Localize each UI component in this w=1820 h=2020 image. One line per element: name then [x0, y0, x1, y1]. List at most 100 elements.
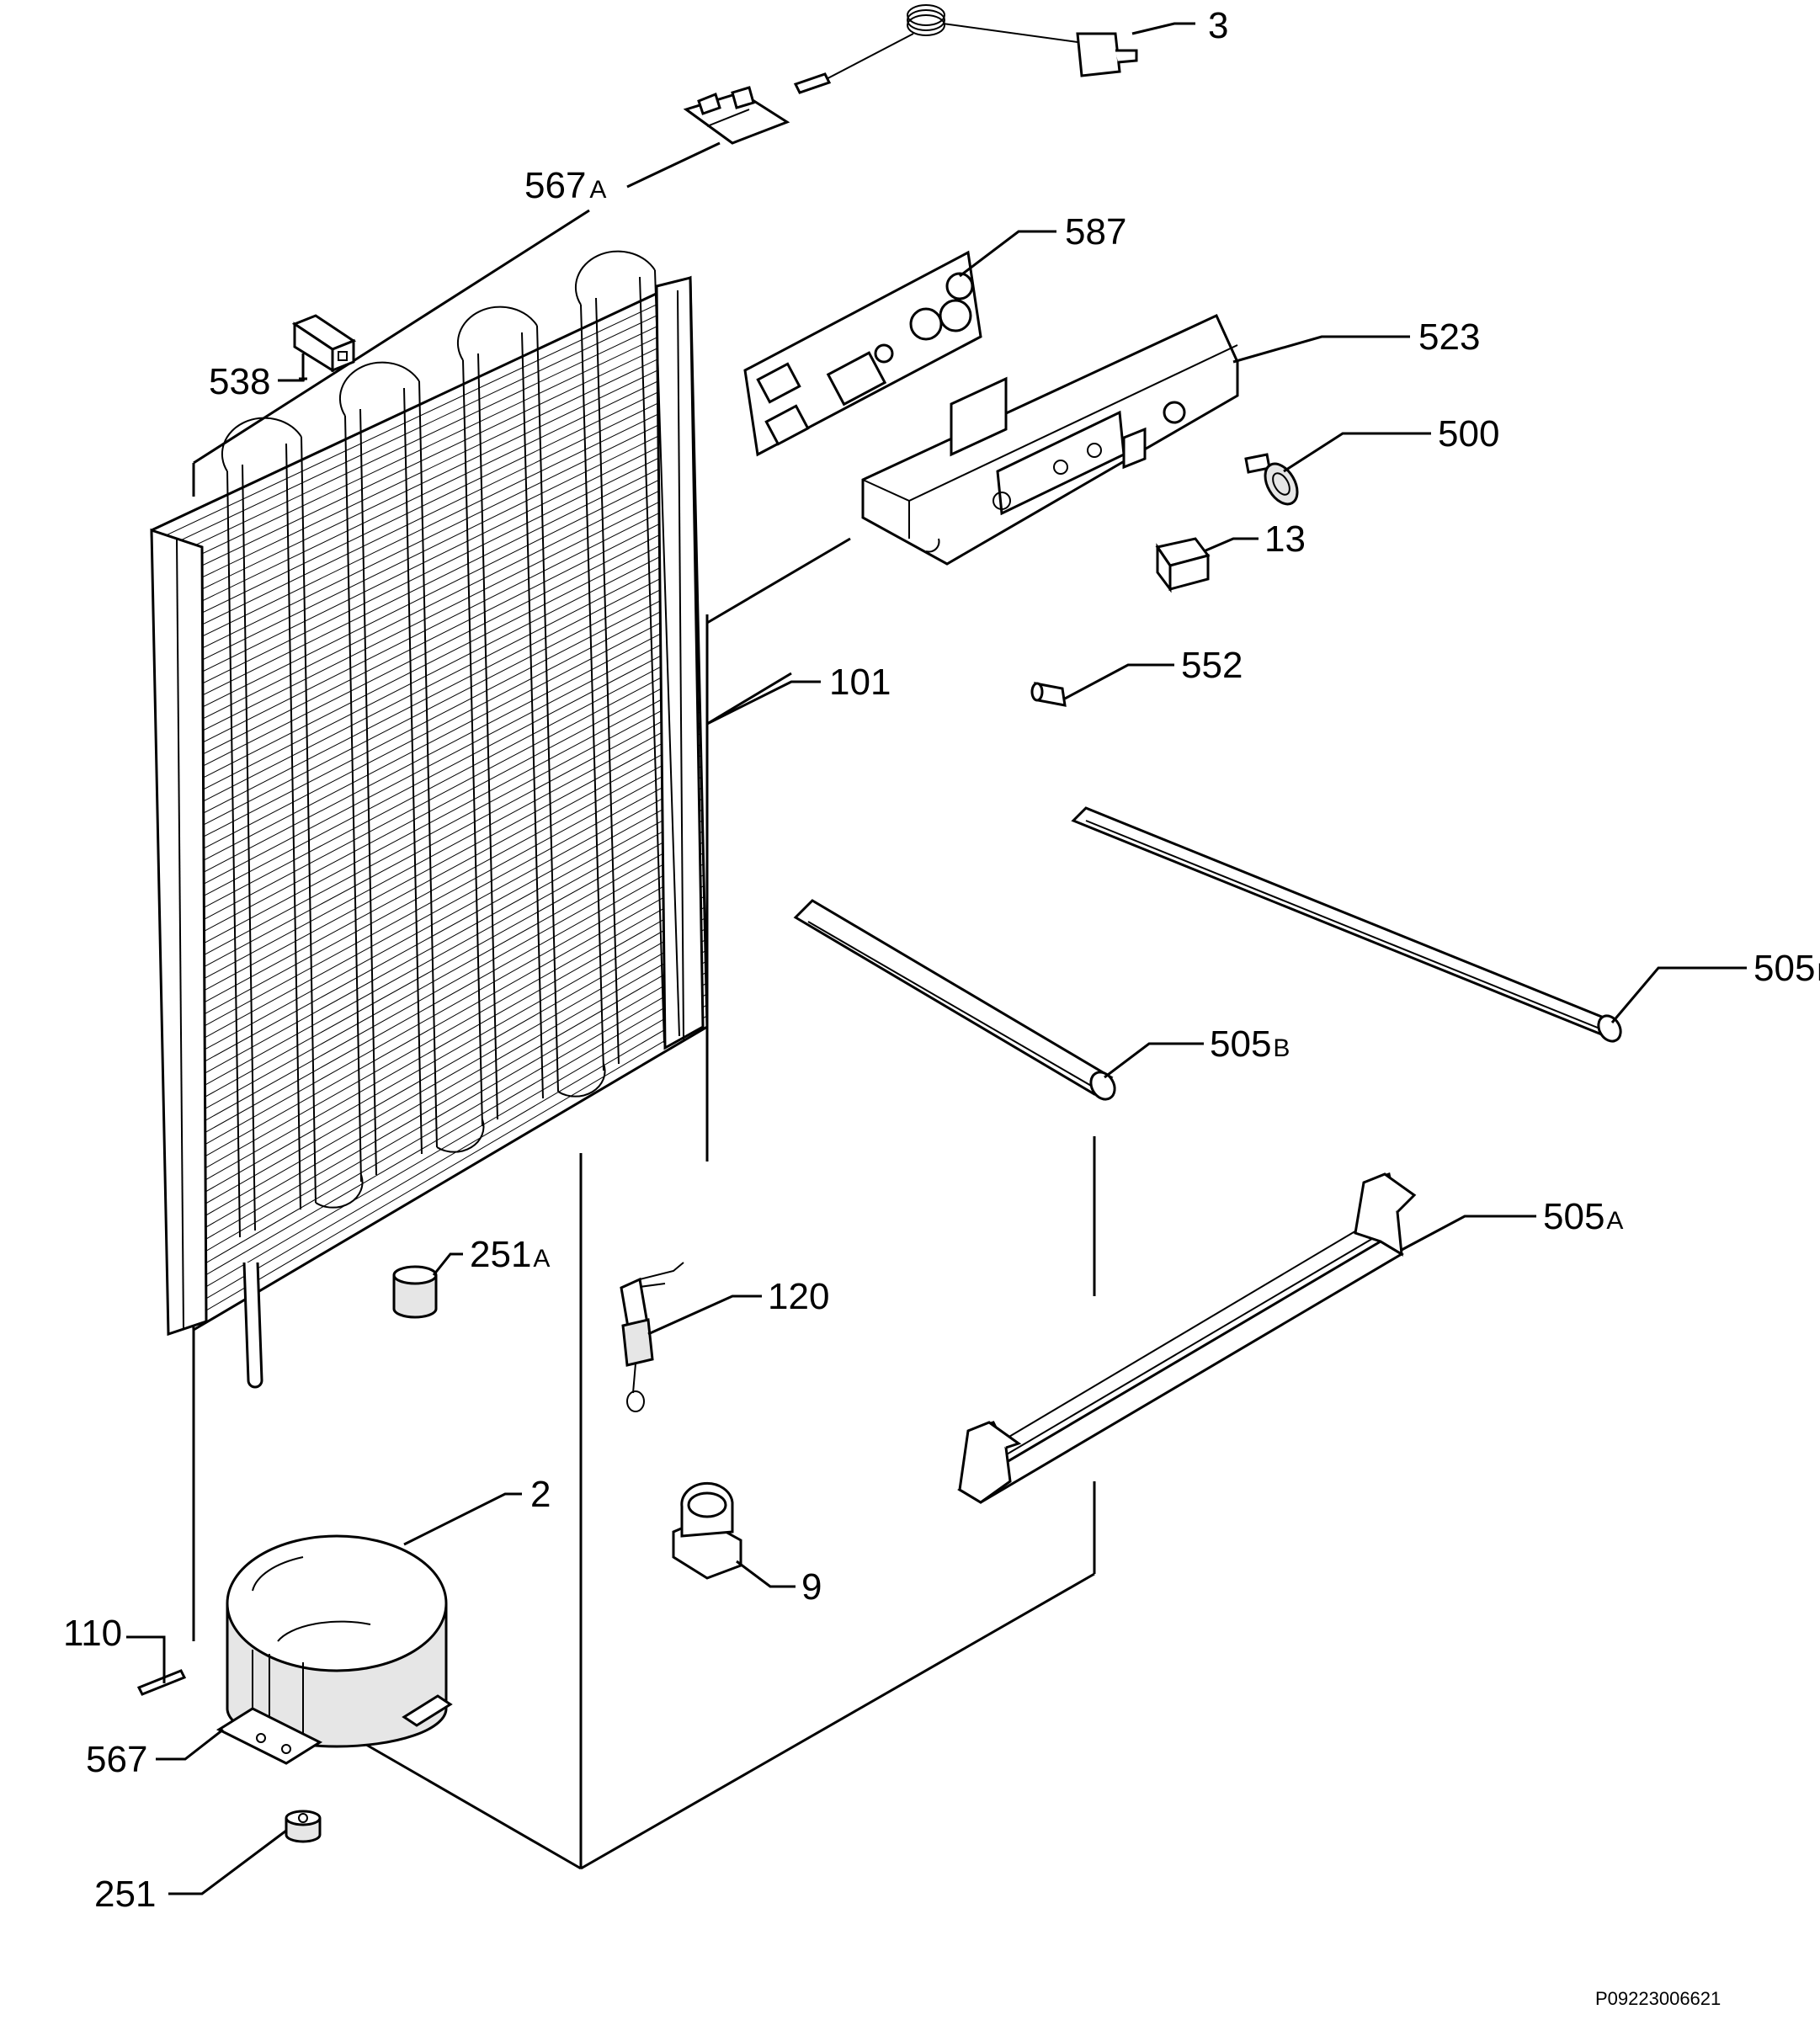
condenser-mesh-line [177, 744, 701, 1029]
thermostat-part-3 [793, 4, 1138, 94]
condenser-mesh-line [157, 396, 694, 658]
condenser-tube [226, 464, 256, 1238]
label-2: 2 [530, 1474, 551, 1515]
electronic-board-part-587 [743, 250, 982, 457]
condenser-mesh-line [184, 874, 705, 1168]
condenser-tube-bend [436, 1119, 485, 1153]
clamp-part-9 [672, 1481, 742, 1580]
knob-part-500 [1244, 453, 1299, 506]
condenser-mesh-line [174, 689, 700, 971]
compressor-part-2 [216, 1534, 453, 1765]
condenser-mesh-line [151, 277, 691, 531]
grommet-part-251a [392, 1265, 438, 1319]
label-9: 9 [801, 1566, 822, 1608]
condenser-mesh-line [175, 711, 700, 995]
condenser-mesh-line [152, 288, 691, 543]
condenser-tube-bend [315, 1174, 364, 1209]
condenser-mesh-line [157, 385, 694, 647]
condenser-tube-bend [338, 361, 420, 417]
condenser-mesh-line [186, 906, 705, 1203]
label-567: 567 [86, 1739, 147, 1780]
condenser-mesh-line [193, 1026, 708, 1331]
condenser-tube-bend [574, 250, 656, 306]
label-505b-upper: 505B [1753, 948, 1820, 989]
condenser-mesh-line [169, 603, 698, 879]
bracket-part-505a [957, 1172, 1417, 1504]
clip-part-538 [291, 314, 357, 373]
drawing-code: P09223006621 [1595, 1988, 1721, 2009]
condenser-mesh-line [176, 722, 701, 1006]
lamp-part-552 [1030, 682, 1067, 707]
condenser-mesh-line [166, 538, 697, 809]
condenser-mesh-line [162, 461, 695, 728]
label-552: 552 [1181, 645, 1243, 686]
condenser-mesh-line [181, 820, 703, 1110]
condenser-mesh-line [161, 450, 694, 716]
condenser-mesh-line [170, 614, 699, 890]
condenser-tube [639, 269, 680, 1044]
condenser-mesh-line [171, 635, 699, 913]
condenser-tube [521, 325, 559, 1099]
condenser-mesh-line [168, 581, 698, 855]
condenser-mesh-line [164, 516, 696, 786]
condenser-mesh-line [162, 483, 695, 752]
condenser-mesh-line [190, 982, 707, 1284]
condenser-mesh-line [159, 418, 694, 682]
condenser-mesh-line [166, 549, 697, 821]
condenser-mesh-line [162, 472, 695, 740]
condenser-mesh-line [173, 657, 700, 937]
condenser-mesh-line [188, 939, 705, 1238]
condenser-mesh-line [163, 505, 696, 774]
label-120: 120 [768, 1276, 829, 1317]
condenser-mesh-line [182, 831, 704, 1122]
switch-part-13 [1155, 537, 1211, 593]
condenser-mesh-line [181, 809, 703, 1099]
label-13: 13 [1264, 518, 1306, 560]
condenser-mesh-line [190, 972, 706, 1273]
condenser-mesh-line [178, 765, 702, 1053]
condenser-mesh-line [187, 917, 705, 1215]
condenser-mesh-line [186, 896, 705, 1192]
pin-part-110 [136, 1669, 187, 1696]
condenser-tube [285, 436, 317, 1210]
label-538: 538 [209, 361, 270, 402]
control-housing-part-523 [861, 314, 1239, 566]
sensor-part-120 [620, 1262, 684, 1412]
rail-part-505b-upper [1071, 806, 1622, 1043]
condenser-tube [580, 297, 620, 1071]
condenser-mesh-line [189, 961, 706, 1261]
condenser-mesh-line [157, 375, 693, 635]
label-500: 500 [1438, 413, 1499, 454]
label-251a: 251A [470, 1234, 550, 1275]
condenser-mesh-line [158, 407, 694, 670]
condenser-mesh-line [173, 667, 700, 949]
condenser-mesh-line [160, 440, 694, 704]
condenser-tube [403, 380, 438, 1155]
condenser-mesh-line [180, 798, 703, 1087]
rail-part-505b-lower [793, 899, 1116, 1101]
condenser-mesh-line [170, 625, 699, 902]
condenser-mesh-line [165, 527, 696, 798]
condenser-tube-bend [221, 417, 302, 472]
condenser-mesh-line [191, 993, 707, 1296]
label-110: 110 [63, 1613, 122, 1654]
condenser-mesh-line [175, 700, 700, 983]
condenser-mesh-line [179, 776, 702, 1064]
condenser-mesh-line [183, 842, 704, 1134]
label-505b-lower: 505B [1210, 1023, 1290, 1065]
condenser-mesh-line [188, 928, 705, 1226]
label-587: 587 [1065, 211, 1126, 252]
condenser-mesh-line [155, 353, 693, 612]
condenser-mesh-line [193, 1015, 707, 1319]
condenser-mesh-line [163, 494, 696, 763]
condenser-tube-bend [557, 1063, 606, 1098]
cabinet-outline [192, 209, 1096, 1870]
condenser-mesh-line [192, 1004, 707, 1307]
label-3: 3 [1208, 5, 1228, 46]
condenser-mesh-line [172, 646, 700, 925]
condenser-tube-bend [456, 306, 538, 361]
condenser-mesh-line [159, 429, 694, 694]
